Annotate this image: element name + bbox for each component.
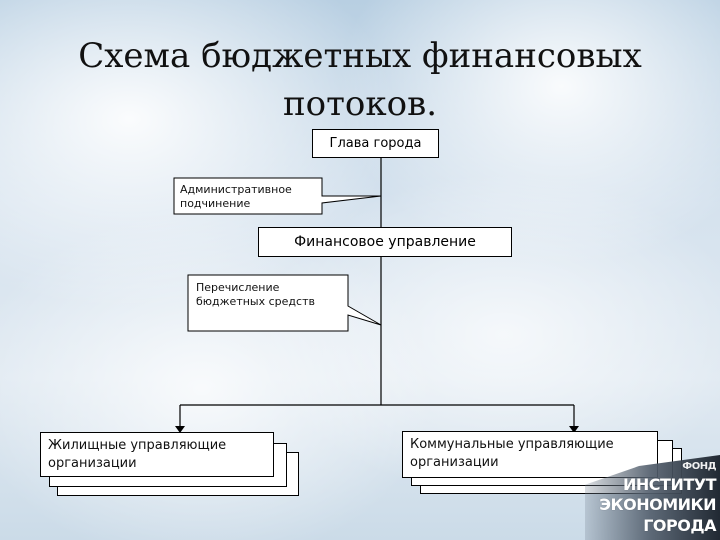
logo-line-2: ИНСТИТУТ	[623, 475, 717, 494]
logo-line-4: ГОРОДА	[643, 516, 716, 535]
housing-organizations-box: Жилищные управляющие организации	[40, 432, 274, 477]
finance-box: Финансовое управление	[258, 227, 512, 257]
slide-title: Схема бюджетных финансовых потоков.	[78, 36, 642, 124]
institute-logo: ФОНД ИНСТИТУТ ЭКОНОМИКИ ГОРОДА	[585, 455, 720, 540]
head-box: Глава города	[312, 129, 439, 158]
communal-organizations-box: Коммунальные управляющие организации	[402, 431, 658, 478]
administrative-callout: Административное подчинение	[180, 183, 292, 210]
transfer-callout: Перечисление бюджетных средств	[196, 281, 315, 308]
logo-line-1: ФОНД	[682, 461, 716, 472]
logo-line-3: ЭКОНОМИКИ	[599, 495, 716, 514]
